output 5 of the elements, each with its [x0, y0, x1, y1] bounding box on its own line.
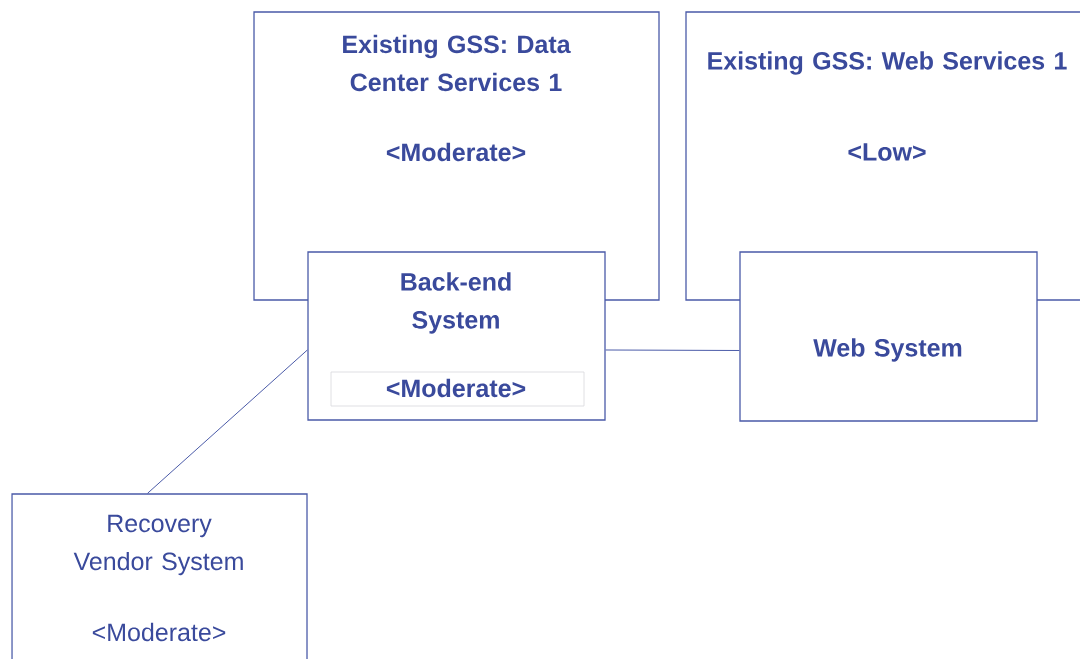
- system-box: Web System: [739, 251, 1038, 422]
- connector-line: [605, 349, 740, 351]
- system-box: Recovery Vendor System <Moderate>: [11, 493, 308, 659]
- system-box: Back-end System <Moderate>: [307, 251, 606, 421]
- connector-line: [147, 349, 308, 494]
